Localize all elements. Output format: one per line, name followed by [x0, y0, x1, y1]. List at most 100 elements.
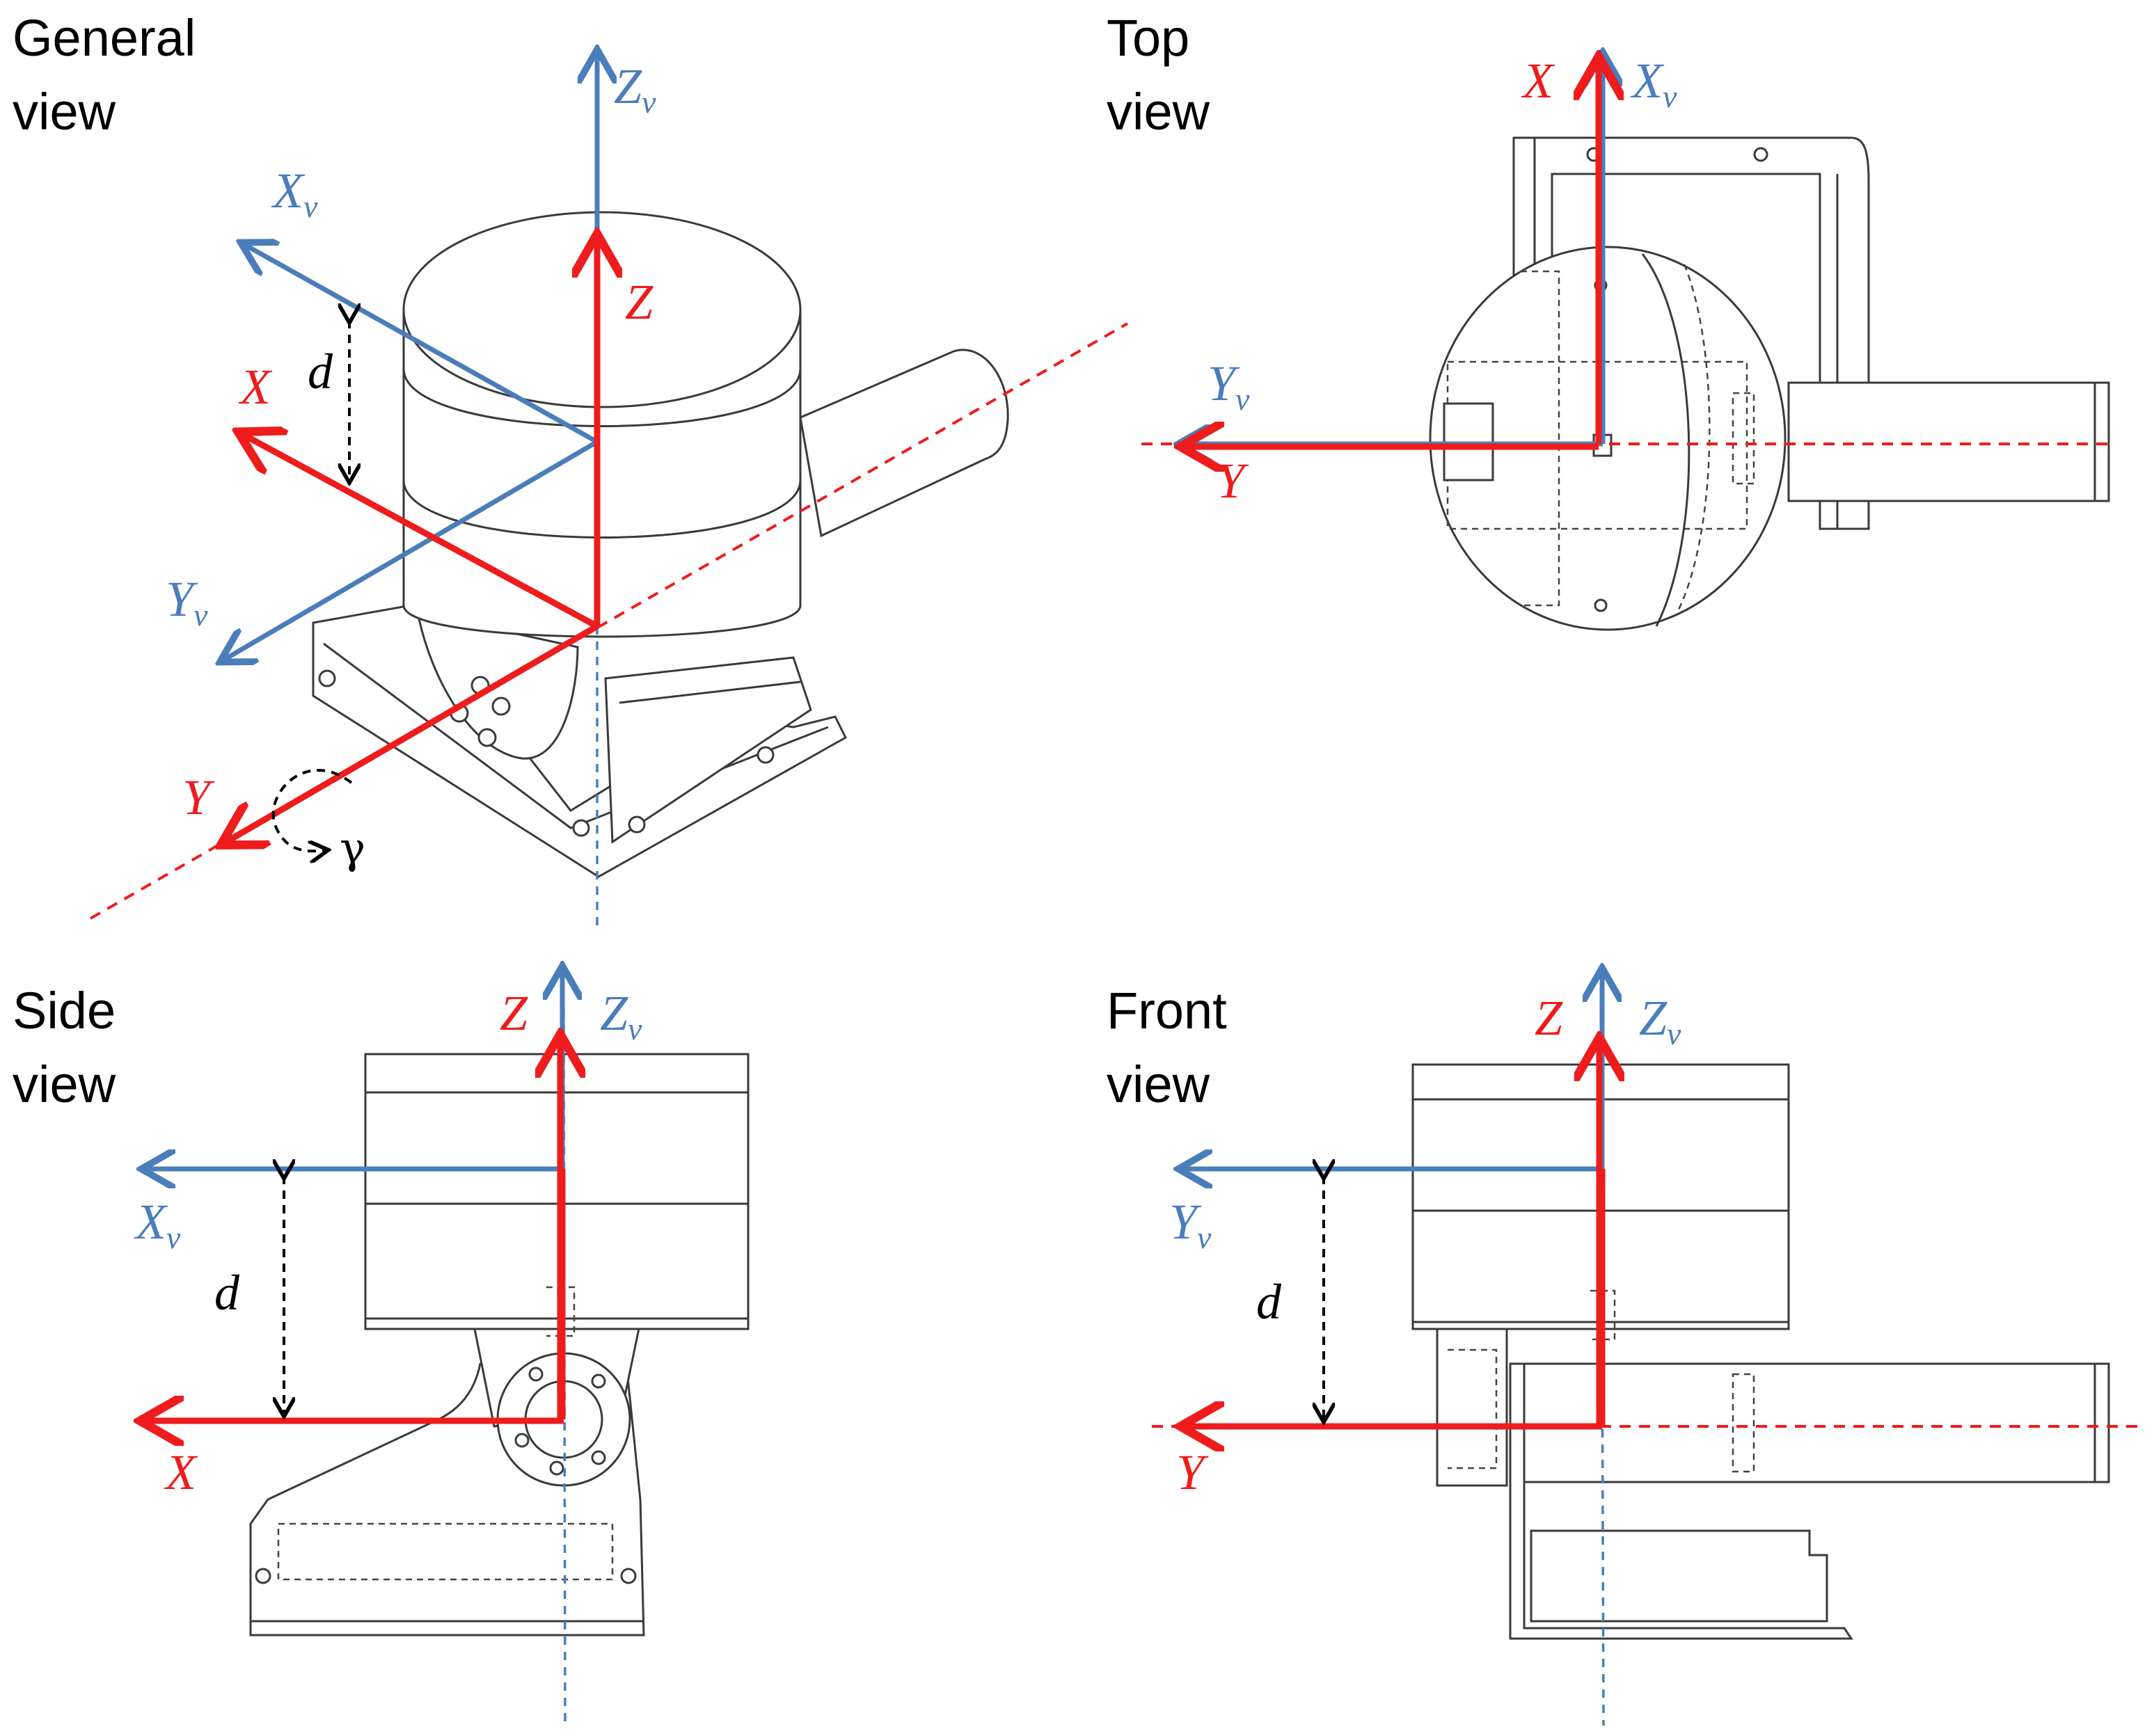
- front-yv-subscript: v: [1197, 1220, 1212, 1255]
- front-hidden-mount: [1448, 1348, 1498, 1470]
- general-gamma-label: γ: [340, 822, 365, 873]
- general-cylinder-top: [402, 211, 802, 408]
- side-base-hole-2: [620, 1568, 637, 1584]
- top-xv-subscript: v: [1663, 79, 1677, 114]
- front-view-title-line2: view: [1107, 1056, 1210, 1113]
- top-view-title-line1: Top: [1107, 9, 1189, 67]
- side-disc-bolt-3: [514, 1433, 530, 1448]
- top-yv-letter: Y: [1207, 356, 1240, 411]
- general-z-label: Z: [625, 274, 654, 330]
- general-view-panel: General view: [13, 9, 1128, 932]
- general-bracket-hole-3: [757, 746, 775, 764]
- side-cylinder: [364, 1053, 750, 1330]
- front-hidden-slot: [1732, 1373, 1755, 1473]
- side-xv-letter: X: [134, 1194, 168, 1250]
- front-yv-letter: Y: [1169, 1194, 1202, 1250]
- top-view-sensor-drawing: [1429, 136, 2110, 631]
- side-disc-bolt-1: [528, 1367, 544, 1382]
- general-tube-arm: [799, 349, 1009, 538]
- side-view-title-line1: Side: [13, 982, 116, 1040]
- general-bolt-2: [491, 696, 511, 716]
- side-disc-bolt-4: [591, 1450, 606, 1465]
- side-view-sensor-drawing: [249, 1053, 750, 1637]
- top-hole-2: [1594, 598, 1608, 612]
- general-x-label: X: [238, 359, 273, 415]
- general-zv-subscript: v: [642, 84, 656, 120]
- general-view-sensor-drawing: [312, 211, 1009, 878]
- top-view-panel: Top view: [1107, 9, 2116, 631]
- general-x-axis: [244, 435, 599, 629]
- side-view-title-line2: view: [13, 1056, 116, 1113]
- general-bracket-hole-2: [572, 819, 590, 837]
- front-view-panel: Front view d Z: [1107, 973, 2140, 1726]
- side-zv-letter: Z: [600, 985, 628, 1041]
- front-z-label: Z: [1535, 990, 1563, 1046]
- side-z-label: Z: [500, 985, 528, 1041]
- top-xv-label: Xv: [1630, 53, 1677, 114]
- general-view-title-line1: General: [13, 9, 196, 67]
- side-zv-label: Zv: [600, 985, 642, 1046]
- general-bracket-hole-1: [318, 669, 336, 687]
- front-zv-subscript: v: [1667, 1016, 1681, 1051]
- top-hidden-mount: [1521, 270, 1560, 607]
- general-zv-letter: Z: [614, 58, 642, 114]
- general-yv-axis: [224, 439, 599, 660]
- general-zv-label: Zv: [614, 58, 656, 120]
- side-zv-subscript: v: [628, 1011, 642, 1046]
- general-y-axis: [226, 623, 599, 842]
- front-d-label: d: [1256, 1274, 1282, 1330]
- side-view-panel: Side view: [13, 971, 750, 1726]
- top-y-label: Y: [1217, 453, 1249, 509]
- side-disc-bolt-5: [549, 1460, 564, 1476]
- general-yv-letter: Y: [166, 571, 198, 627]
- side-d-label: d: [214, 1265, 240, 1321]
- side-hidden-base: [277, 1522, 614, 1581]
- top-tube: [1787, 381, 2110, 502]
- top-yv-label: Yv: [1207, 356, 1250, 417]
- general-view-title-line2: view: [13, 83, 116, 141]
- general-xv-letter: X: [271, 163, 306, 218]
- general-yv-label: Yv: [166, 571, 208, 632]
- general-cylinder-ring-1: [402, 368, 802, 427]
- general-bracket-edge: [323, 642, 829, 829]
- general-cylinder-ring-2: [402, 479, 802, 539]
- general-side-box-edge: [619, 680, 801, 704]
- front-y-label: Y: [1176, 1444, 1209, 1500]
- front-view-sensor-drawing: [1411, 1063, 2110, 1640]
- front-base-plate: [1509, 1362, 1853, 1640]
- general-xv-label: Xv: [271, 163, 318, 224]
- side-xv-subscript: v: [166, 1220, 181, 1255]
- side-x-label: X: [164, 1444, 198, 1500]
- side-sensor-frame: [146, 1040, 564, 1421]
- front-view-title-line1: Front: [1107, 982, 1227, 1040]
- top-cylinder-seam: [1641, 253, 1690, 627]
- general-d-label: d: [308, 344, 333, 399]
- general-y-label: Y: [182, 770, 215, 825]
- front-zv-letter: Z: [1639, 990, 1668, 1046]
- front-sensor-frame: [1187, 1044, 1602, 1426]
- side-disc-bolt-2: [591, 1373, 606, 1389]
- top-sensor-frame: [1187, 63, 1599, 447]
- general-xv-subscript: v: [303, 189, 318, 224]
- front-yv-label: Yv: [1169, 1194, 1212, 1255]
- front-zv-label: Zv: [1639, 990, 1681, 1051]
- general-yv-subscript: v: [193, 597, 208, 632]
- front-tube: [1509, 1362, 2110, 1483]
- top-x-label: X: [1521, 53, 1555, 109]
- general-gamma-rotation-arrow: [271, 768, 353, 851]
- top-yv-subscript: v: [1235, 381, 1250, 417]
- top-bracket-hole-2: [1753, 147, 1768, 162]
- general-bracket-hole-4: [628, 815, 646, 834]
- side-xv-label: Xv: [134, 1194, 181, 1255]
- side-base-hole-1: [255, 1568, 271, 1584]
- front-side-box: [1530, 1529, 1828, 1623]
- front-mount: [1436, 1328, 1508, 1487]
- general-bolt-4: [477, 728, 497, 747]
- top-view-title-line2: view: [1107, 83, 1210, 141]
- general-sensor-frame: [226, 240, 597, 842]
- general-xv-axis: [245, 245, 599, 445]
- top-xv-letter: X: [1630, 53, 1665, 109]
- general-side-box: [604, 656, 812, 844]
- top-hidden-curve: [1676, 264, 1711, 613]
